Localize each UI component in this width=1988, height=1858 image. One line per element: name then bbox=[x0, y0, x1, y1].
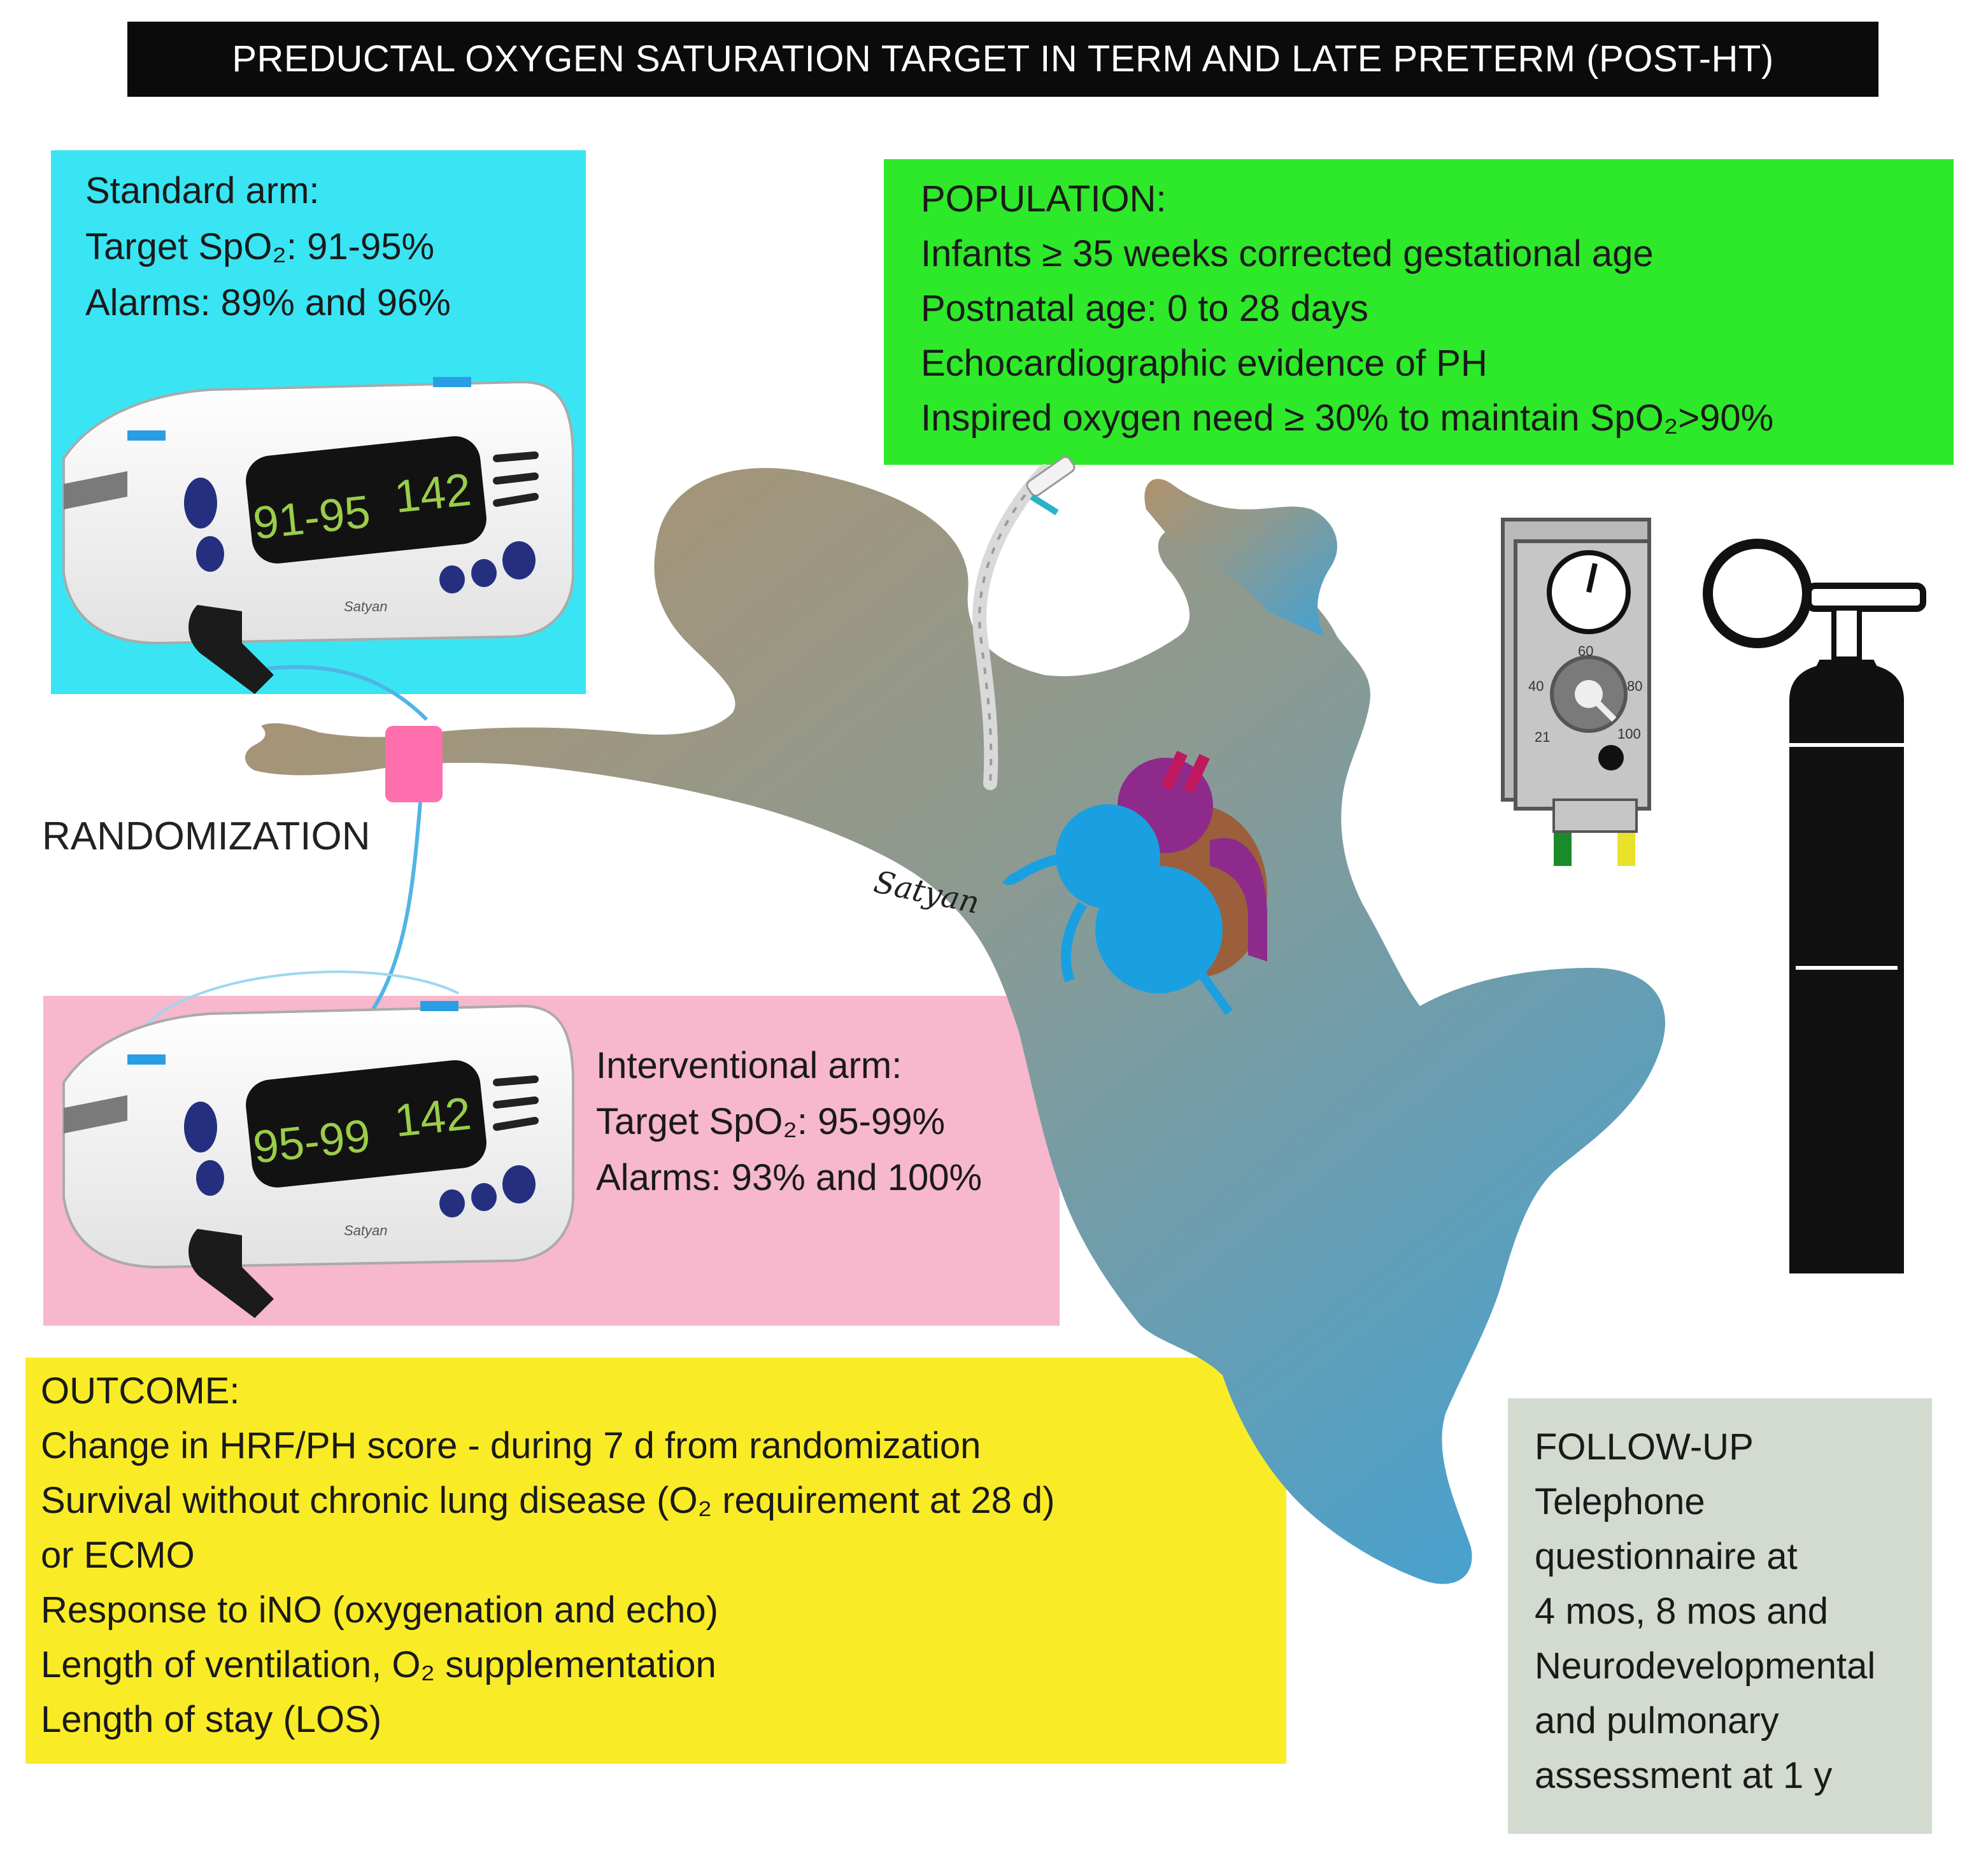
follow-up-line-4: Neurodevelopmental bbox=[1535, 1645, 1876, 1687]
population-line-3: Echocardiographic evidence of PH bbox=[921, 343, 1487, 384]
page-title: PREDUCTAL OXYGEN SATURATION TARGET IN TE… bbox=[232, 38, 1774, 80]
follow-up-line-5: and pulmonary bbox=[1535, 1700, 1779, 1741]
outcome-line-1: Change in HRF/PH score - during 7 d from… bbox=[41, 1425, 981, 1466]
outcome-line-2: Survival without chronic lung disease (O… bbox=[41, 1480, 1055, 1521]
follow-up-line-1: Telephone bbox=[1535, 1481, 1705, 1522]
blender-scale-60: 60 bbox=[1578, 643, 1593, 659]
blender-scale-80: 80 bbox=[1627, 678, 1642, 694]
monitor-interventional-spo2: 95-99 bbox=[251, 1110, 373, 1174]
monitor-standard: 91-95 142 Satyan bbox=[62, 377, 574, 694]
pulse-oximeter-probe bbox=[385, 726, 443, 802]
follow-up-line-2: questionnaire at bbox=[1535, 1536, 1798, 1577]
heart-icon bbox=[1002, 751, 1267, 1016]
follow-up-line-6: assessment at 1 y bbox=[1535, 1755, 1833, 1796]
interventional-arm-alarms: Alarms: 93% and 100% bbox=[596, 1157, 983, 1198]
monitor-interventional-brand: Satyan bbox=[344, 1223, 388, 1238]
oxygen-cylinder-icon bbox=[1703, 539, 1926, 1273]
interventional-arm-target: Target SpO₂: 95-99% bbox=[596, 1101, 946, 1142]
blender-scale-40: 40 bbox=[1528, 678, 1544, 694]
interventional-arm-heading: Interventional arm: bbox=[596, 1045, 902, 1086]
outcome-line-6: Length of stay (LOS) bbox=[41, 1699, 382, 1740]
infant-silhouette bbox=[245, 468, 1666, 1584]
randomization-label: RANDOMIZATION bbox=[42, 814, 371, 858]
population-heading: POPULATION: bbox=[921, 178, 1167, 220]
monitor-interventional-hr: 142 bbox=[392, 1088, 474, 1147]
monitor-interventional: 95-99 142 Satyan bbox=[62, 1001, 574, 1318]
standard-arm-heading: Standard arm: bbox=[85, 170, 320, 211]
monitor-standard-hr: 142 bbox=[392, 464, 474, 523]
outcome-line-3: or ECMO bbox=[41, 1535, 195, 1576]
title-bar: PREDUCTAL OXYGEN SATURATION TARGET IN TE… bbox=[127, 22, 1878, 97]
endotracheal-tube bbox=[972, 456, 1076, 790]
standard-arm-alarms: Alarms: 89% and 96% bbox=[85, 282, 451, 323]
follow-up-panel: FOLLOW-UP Telephone questionnaire at 4 m… bbox=[1508, 1398, 1932, 1834]
blender-scale-100: 100 bbox=[1617, 726, 1641, 742]
population-line-2: Postnatal age: 0 to 28 days bbox=[921, 288, 1368, 329]
monitor-standard-spo2: 91-95 bbox=[251, 486, 373, 550]
follow-up-heading: FOLLOW-UP bbox=[1535, 1426, 1754, 1468]
outcome-line-5: Length of ventilation, O₂ supplementatio… bbox=[41, 1644, 716, 1685]
population-line-4: Inspired oxygen need ≥ 30% to maintain S… bbox=[921, 397, 1774, 439]
interventional-arm-text: Interventional arm: Target SpO₂: 95-99% … bbox=[596, 1038, 982, 1206]
blender-scale-21: 21 bbox=[1535, 729, 1550, 745]
outcome-line-4: Response to iNO (oxygenation and echo) bbox=[41, 1589, 718, 1631]
population-line-1: Infants ≥ 35 weeks corrected gestational… bbox=[921, 233, 1654, 274]
oxygen-blender: 60 40 80 21 100 bbox=[1501, 518, 1651, 866]
outcome-panel: OUTCOME: Change in HRF/PH score - during… bbox=[25, 1358, 1286, 1764]
follow-up-line-3: 4 mos, 8 mos and bbox=[1535, 1591, 1828, 1632]
monitor-standard-brand: Satyan bbox=[344, 599, 388, 614]
outcome-heading: OUTCOME: bbox=[41, 1370, 240, 1412]
standard-arm-target: Target SpO₂: 91-95% bbox=[85, 226, 435, 267]
population-panel: POPULATION: Infants ≥ 35 weeks corrected… bbox=[884, 159, 1954, 465]
